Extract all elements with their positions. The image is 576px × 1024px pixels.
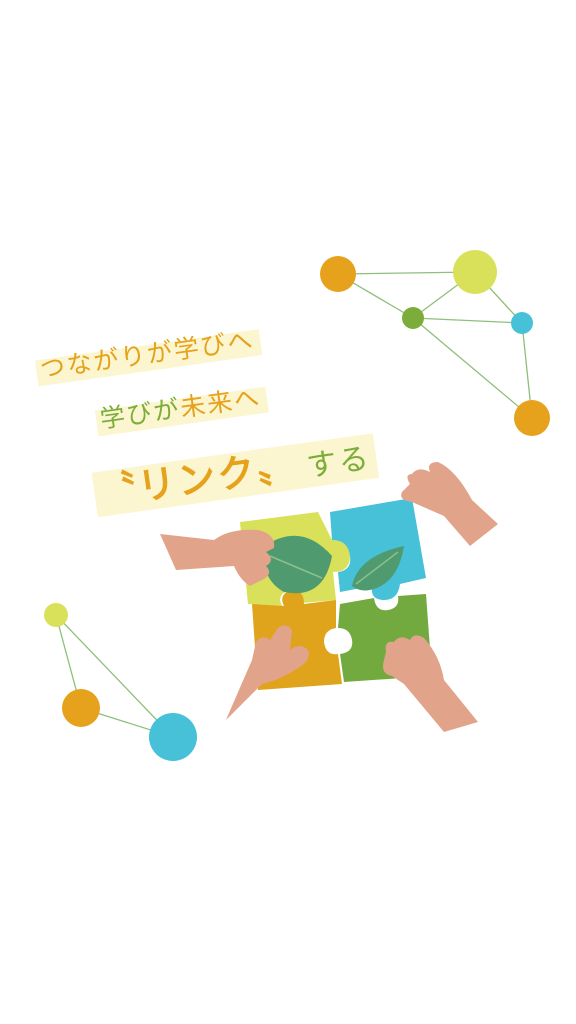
node-circle [320,256,356,292]
node-circle [402,307,424,329]
puzzle-hands-illustration-icon [160,462,498,732]
network-nodes-top-icon [337,271,533,419]
hand-icon [160,462,498,732]
node-circle [453,250,497,294]
node-circle [514,400,550,436]
node-circle [149,713,197,761]
node-circle [44,603,68,627]
node-circle [511,312,533,334]
node-circle [62,689,100,727]
puzzle-piece-cyan [330,498,426,600]
leaf-icon [262,535,332,594]
